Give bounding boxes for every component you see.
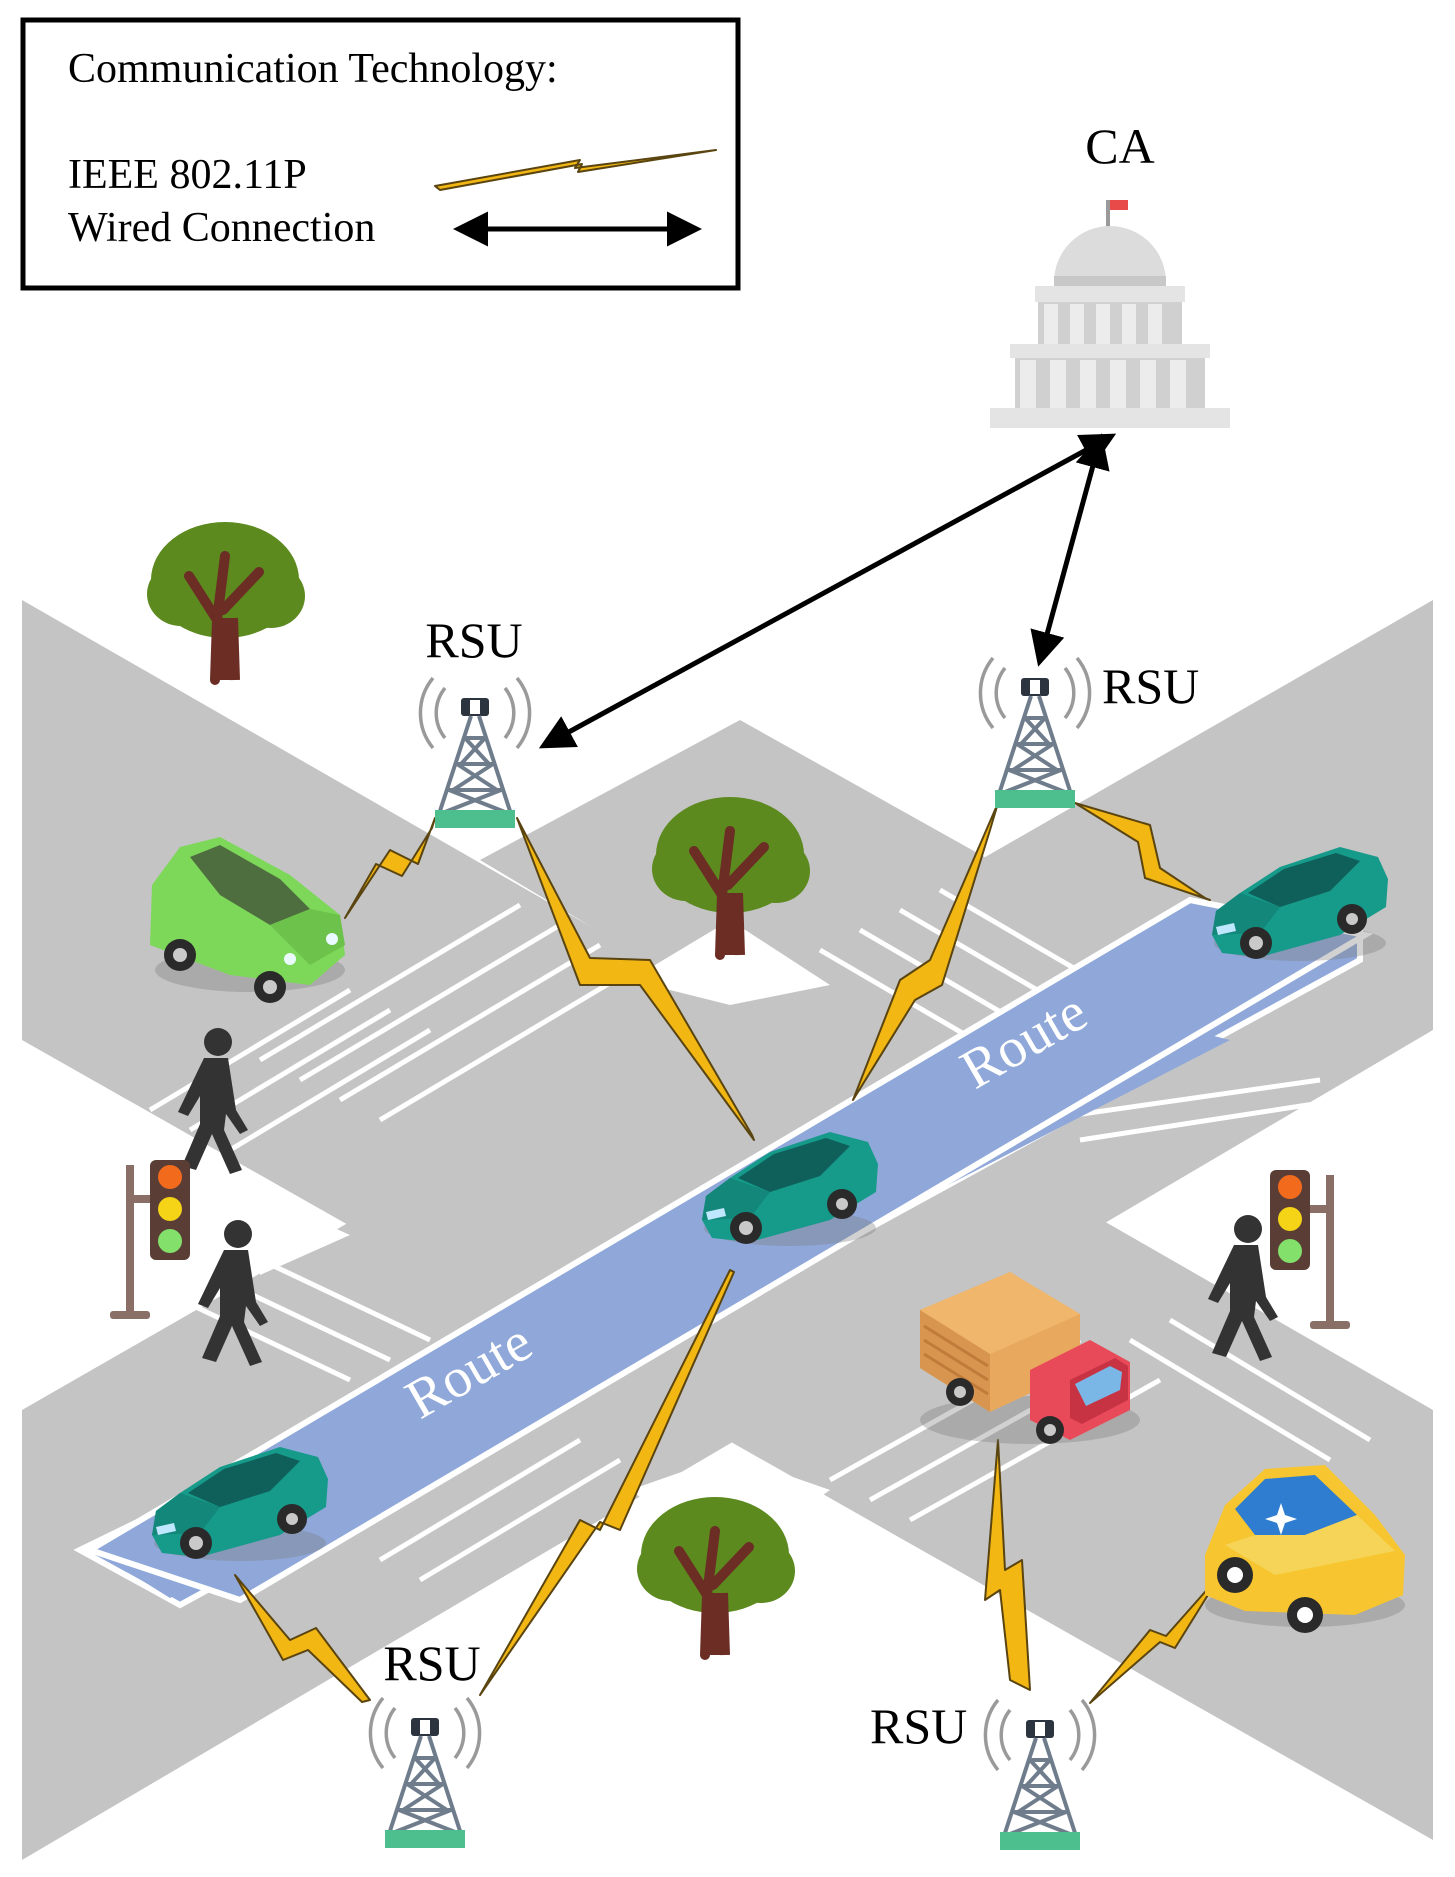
wireless-link-rsu-tl-green-car <box>344 817 436 919</box>
traffic-light-right <box>1270 1170 1350 1329</box>
intersection-gap-top <box>630 920 830 1005</box>
wired-link-ca-rsu-top-right <box>1030 433 1110 667</box>
wireless-link-rsu-tr-center-car <box>852 802 999 1101</box>
wireless-link-rsu-tl-center-car <box>516 817 755 1141</box>
rsu-label-top-left: RSU <box>425 612 522 668</box>
ca-building <box>990 200 1230 428</box>
legend-box: Communication Technology: IEEE 802.11P W… <box>20 17 741 291</box>
legend-label-ieee: IEEE 802.11P <box>68 152 307 198</box>
wireless-link-rsu-tr-teal-car <box>1074 802 1211 901</box>
traffic-light-left <box>110 1160 190 1319</box>
ca-label: CA <box>1085 118 1154 174</box>
rsu-label-bottom-right: RSU <box>870 1698 967 1754</box>
intersection-gap-left <box>260 1195 350 1275</box>
intersection-gap-right <box>1120 1185 1210 1275</box>
rsu-label-bottom-left: RSU <box>383 1635 480 1691</box>
rsu-tower-top-right <box>978 656 1092 810</box>
wired-link-ca-rsu-top-left <box>538 433 1117 749</box>
legend-title: Communication Technology: <box>68 46 558 92</box>
wireless-link-rsu-br-truck <box>984 1439 1031 1691</box>
rsu-tower-top-left <box>418 676 532 830</box>
wireless-link-rsu-bl-center-car <box>479 1269 735 1696</box>
wireless-link-rsu-bl-teal-car <box>234 1574 371 1703</box>
wireless-links <box>234 802 1221 1704</box>
rsu-tower-bottom-left <box>368 1696 482 1850</box>
tree-top-left <box>147 522 305 680</box>
tree-bottom <box>637 1497 795 1655</box>
vehicle-delivery-truck <box>920 1272 1140 1444</box>
legend-label-wired: Wired Connection <box>68 205 375 251</box>
vehicle-green-car <box>150 837 345 1003</box>
rsu-tower-bottom-right <box>983 1698 1097 1852</box>
legend-lightning-symbol <box>434 149 717 191</box>
rsu-label-top-right: RSU <box>1102 658 1199 714</box>
vehicle-yellow-car <box>1205 1465 1405 1633</box>
